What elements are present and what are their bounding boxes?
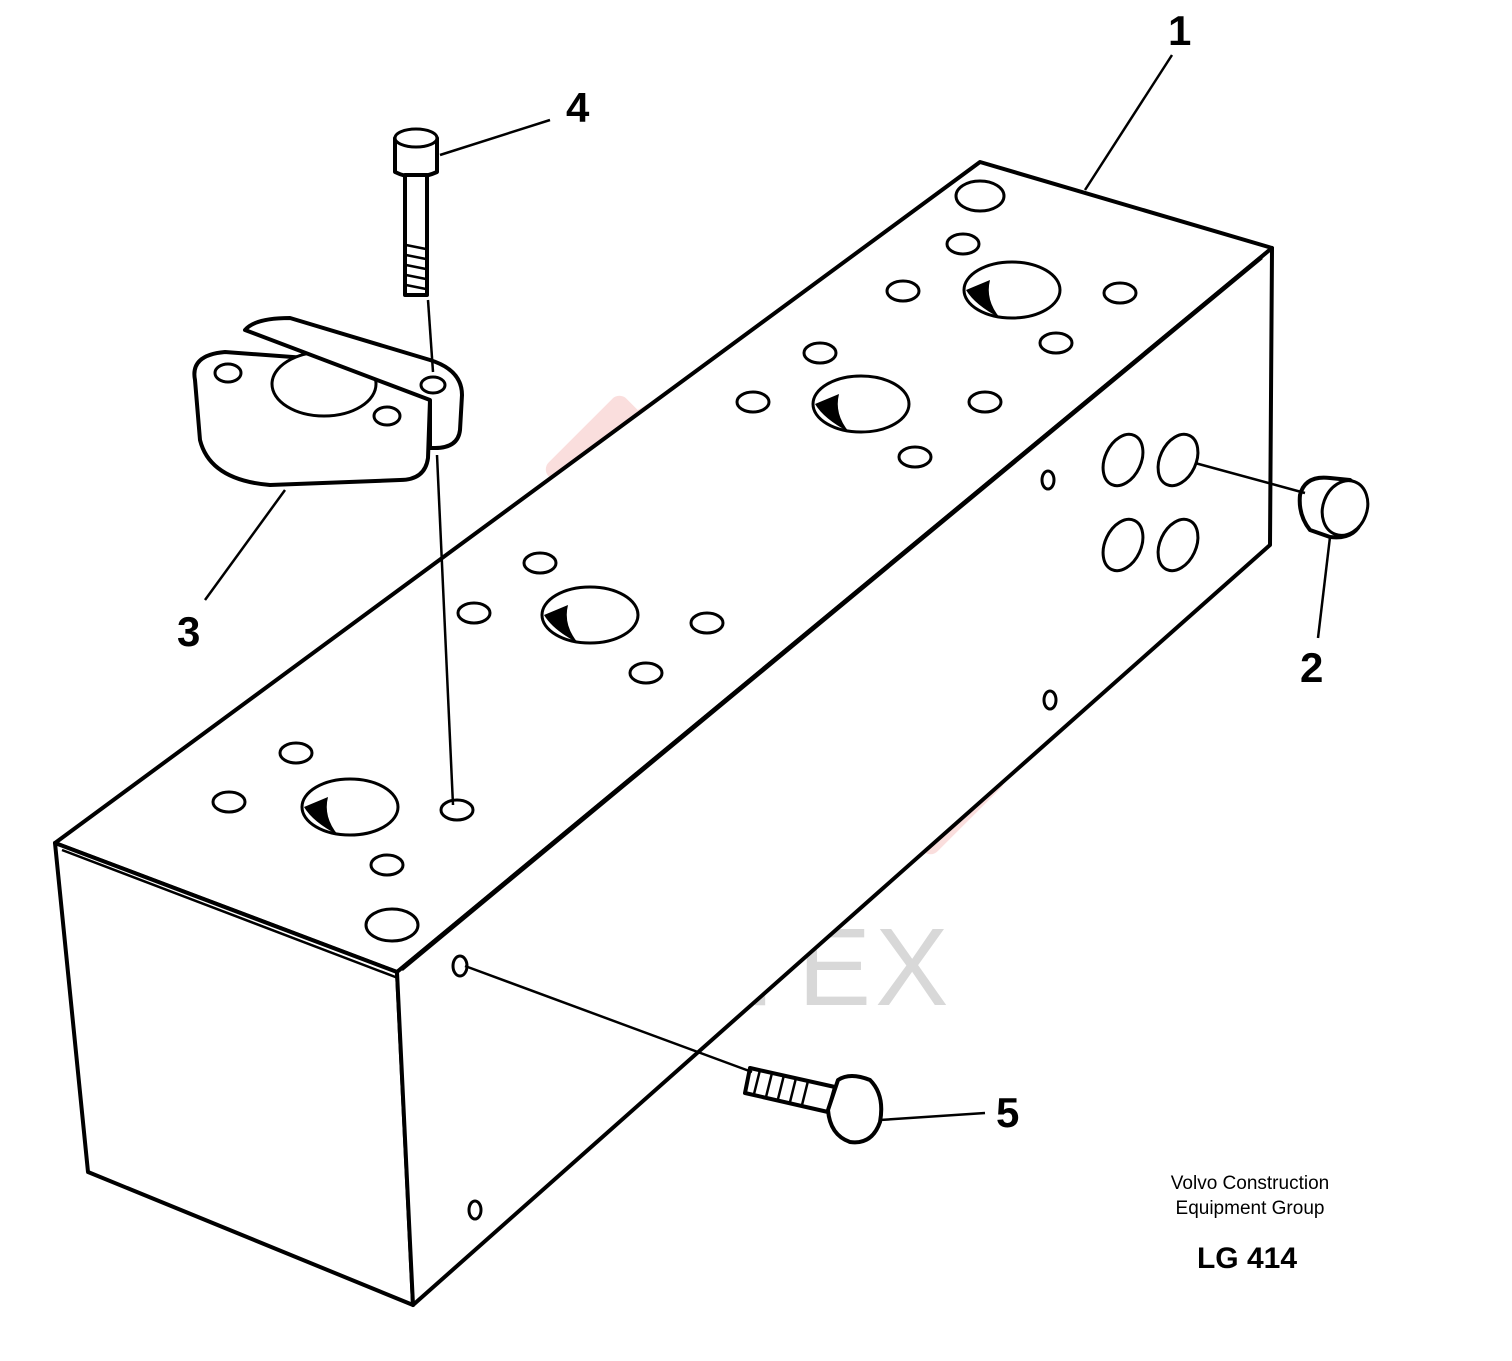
callout-3: 3 bbox=[177, 608, 200, 655]
split-flange bbox=[192, 316, 464, 487]
caption: Volvo Construction Equipment Group LG 41… bbox=[1171, 1173, 1329, 1275]
callout-1: 1 bbox=[1168, 7, 1191, 54]
caption-line-2: Equipment Group bbox=[1176, 1198, 1325, 1219]
hex-bolt bbox=[464, 964, 884, 1145]
leader-lines bbox=[203, 54, 1332, 1122]
socket-head-bolt bbox=[393, 127, 455, 806]
caption-line-1: Volvo Construction bbox=[1171, 1173, 1329, 1194]
top-face-ports bbox=[211, 179, 1138, 943]
side-face-ports bbox=[451, 432, 1200, 1221]
plug bbox=[1194, 461, 1370, 540]
valve-block bbox=[53, 160, 1274, 1307]
callout-5: 5 bbox=[996, 1089, 1019, 1136]
callout-2: 2 bbox=[1300, 644, 1323, 691]
drawing-code: LG 414 bbox=[1197, 1242, 1297, 1275]
callout-4: 4 bbox=[566, 84, 590, 131]
